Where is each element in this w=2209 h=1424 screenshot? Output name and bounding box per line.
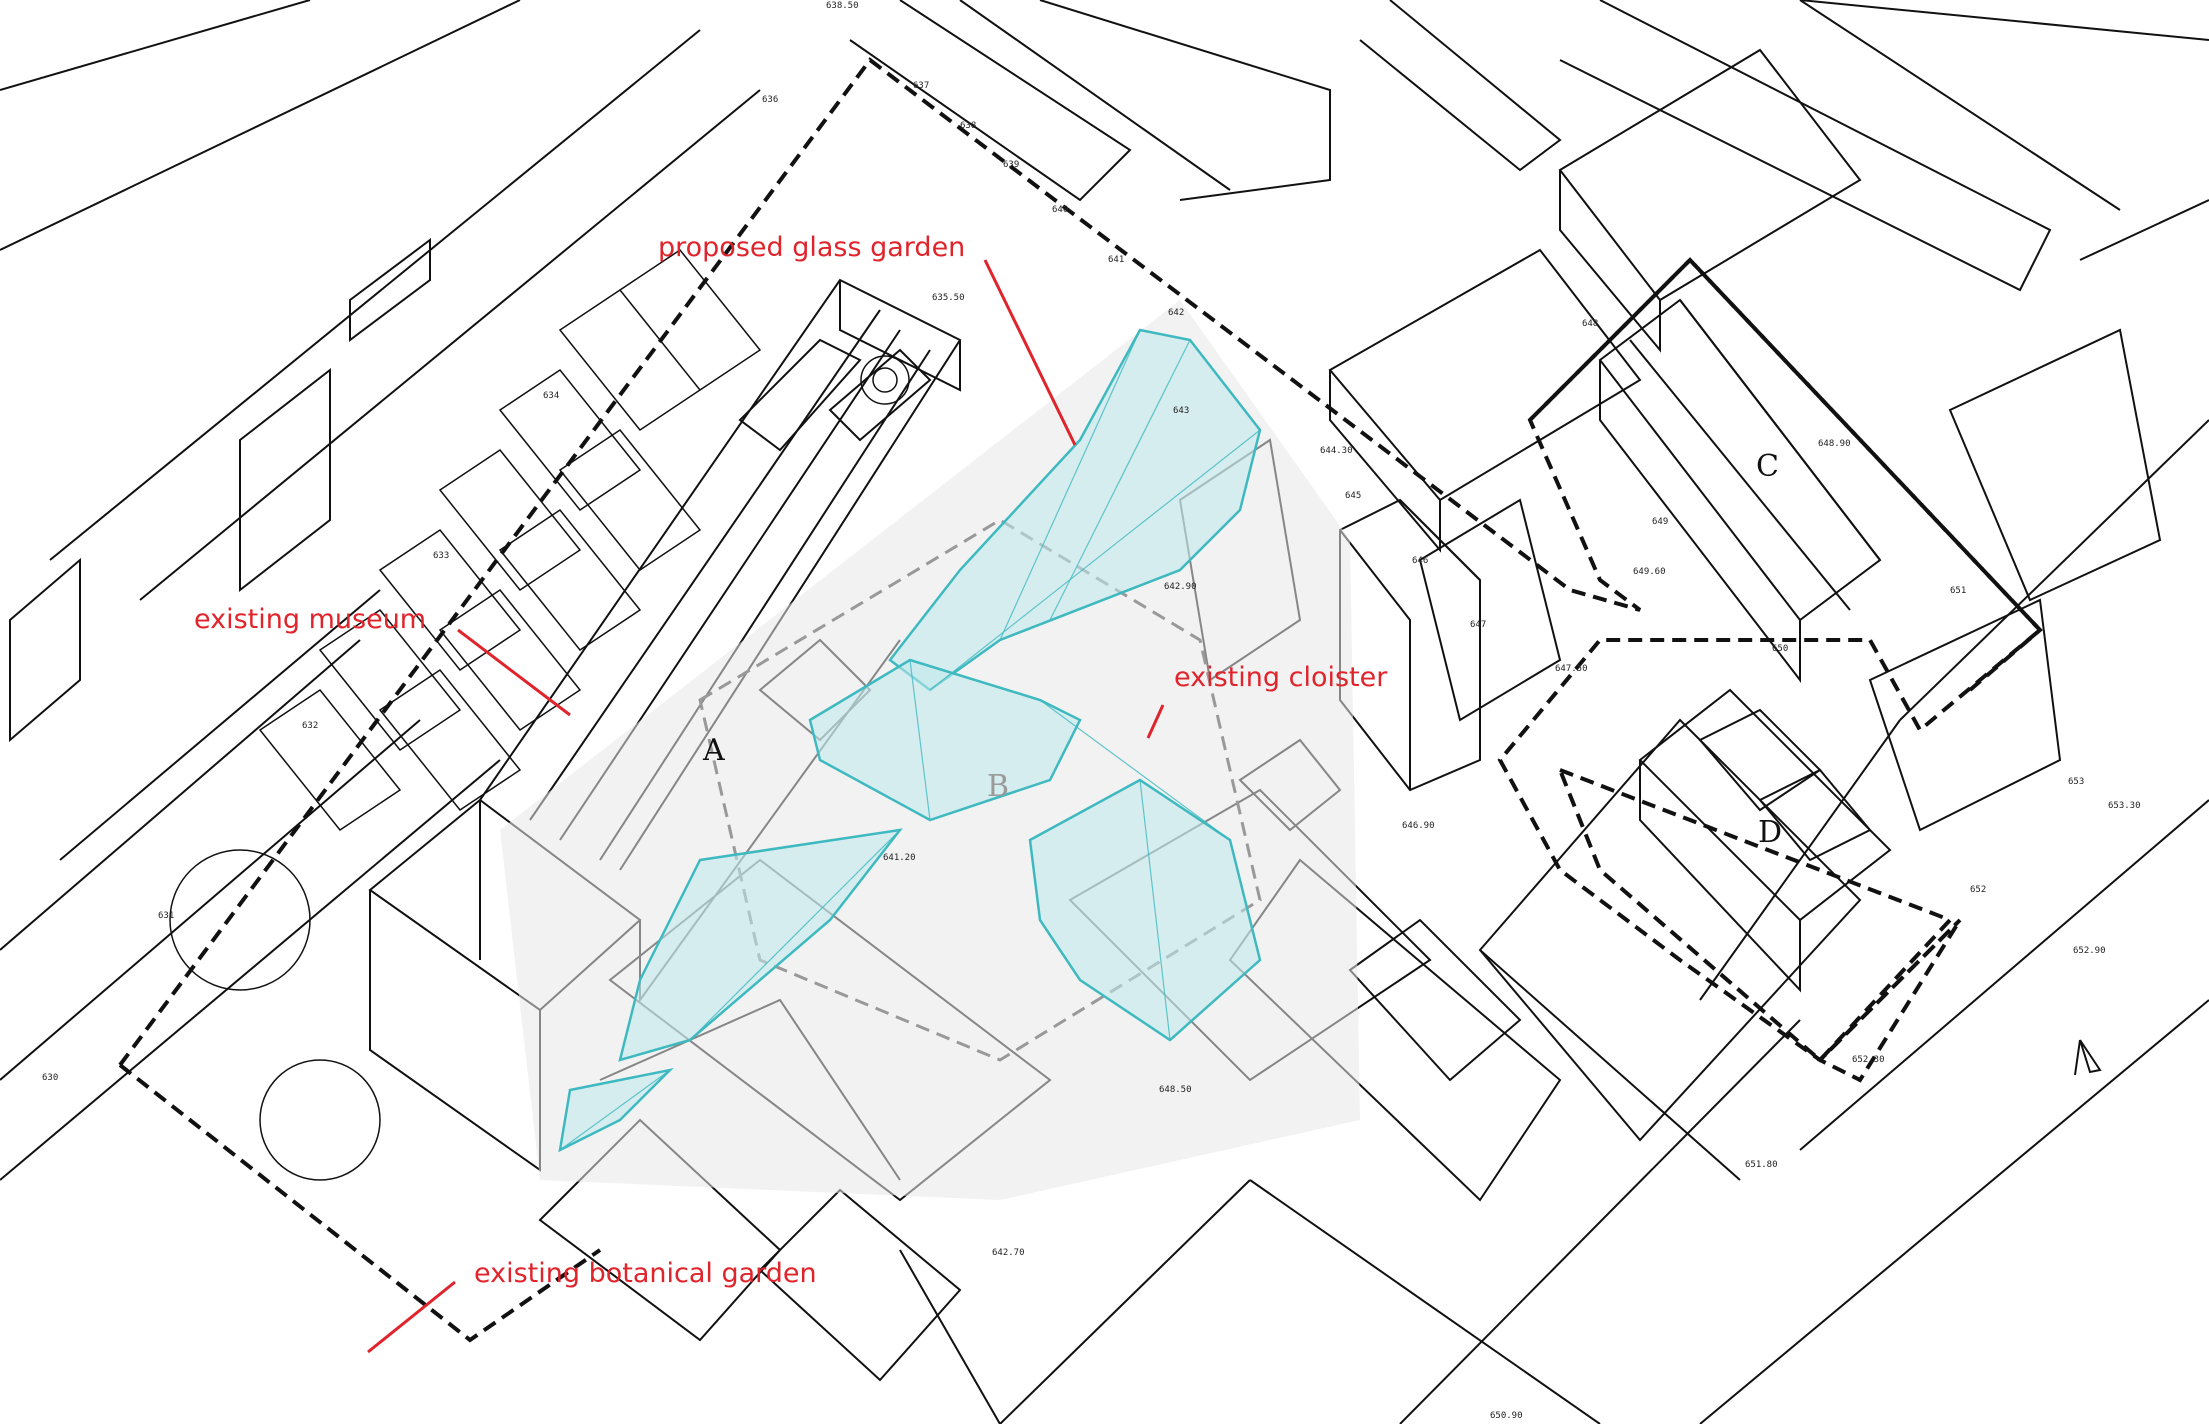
leader-botanical <box>367 1280 456 1354</box>
elevation-label: 642.90 <box>1164 582 1197 592</box>
elevation-label: 648.90 <box>1818 439 1851 449</box>
leader-cloister <box>1146 704 1165 739</box>
garden-parterre <box>169 248 910 1181</box>
elevation-label: 644.30 <box>1320 446 1353 456</box>
elevation-label: 637 <box>913 81 929 91</box>
building-label-a: A <box>702 733 725 768</box>
elevation-label: 641.20 <box>883 853 916 863</box>
elevation-label: 650 <box>1772 644 1788 654</box>
elevation-labels: 638.50 637 638 636 639 640 641 642 643 6… <box>42 1 2141 1421</box>
elevation-label: 651 <box>1950 586 1966 596</box>
elevation-label: 646.90 <box>1402 821 1435 831</box>
building-east-block <box>1868 598 2062 832</box>
elevation-label: 650.90 <box>1490 1411 1523 1421</box>
building-ne-block <box>1558 48 1862 302</box>
elevation-label: 652 <box>1970 885 1986 895</box>
elevation-label: 653 <box>2068 777 2084 787</box>
north-arrow-icon <box>2074 1039 2102 1076</box>
elevation-label: 649.60 <box>1633 567 1666 577</box>
elevation-label: 643 <box>1173 406 1189 416</box>
elevation-label: 636 <box>762 95 778 105</box>
building-letters: A B C D <box>702 449 1782 850</box>
elevation-label: 642 <box>1168 308 1184 318</box>
building-d-block <box>1638 688 1892 922</box>
elevation-label: 638 <box>960 121 976 131</box>
glass-garden <box>558 328 1262 1153</box>
elevation-label: 640 <box>1052 205 1068 215</box>
building-label-b: B <box>987 769 1009 804</box>
elevation-label: 633 <box>433 551 449 561</box>
elevation-label: 638.50 <box>826 1 859 11</box>
glass-garden-east-wing <box>1028 778 1262 1042</box>
garden-circle <box>169 849 311 991</box>
elevation-label: 648 <box>1582 319 1598 329</box>
elevation-label: 642.70 <box>992 1248 1025 1258</box>
elevation-label: 649 <box>1652 517 1668 527</box>
annotation-labels: proposed glass garden existing museum ex… <box>194 232 1388 1289</box>
building-north-block <box>1328 248 1642 502</box>
leader-glass-garden <box>983 259 1077 446</box>
elevation-label: 634 <box>543 391 559 401</box>
elevation-label: 630 <box>42 1073 58 1083</box>
label-existing-botanical-garden: existing botanical garden <box>474 1258 817 1289</box>
glass-garden-central-hub <box>808 658 1082 822</box>
building-label-d: D <box>1758 815 1782 850</box>
elevation-label: 632 <box>302 721 318 731</box>
label-existing-museum: existing museum <box>194 604 426 635</box>
label-existing-cloister: existing cloister <box>1174 662 1388 693</box>
glass-garden-north-wing <box>888 328 1262 692</box>
elevation-label: 652.30 <box>1852 1055 1885 1065</box>
site-boundary <box>118 57 2043 1343</box>
elevation-label: 651.80 <box>1745 1160 1778 1170</box>
elevation-label: 639 <box>1003 160 1019 170</box>
elevation-label: 631 <box>158 911 174 921</box>
elevation-label: 641 <box>1108 255 1124 265</box>
elevation-label: 647.50 <box>1555 664 1588 674</box>
glass-garden-struts <box>559 329 1261 1151</box>
elevation-label: 647 <box>1470 620 1486 630</box>
elevation-label: 653.30 <box>2108 801 2141 811</box>
annotation-leaders <box>367 259 1165 1354</box>
elevation-label: 652.90 <box>2073 946 2106 956</box>
elevation-label: 648.50 <box>1159 1085 1192 1095</box>
elevation-label: 645 <box>1345 491 1361 501</box>
elevation-label: 635.50 <box>932 293 965 303</box>
leader-museum <box>457 628 571 717</box>
building-label-c: C <box>1756 449 1779 484</box>
label-proposed-glass-garden: proposed glass garden <box>658 232 965 263</box>
elevation-label: 646 <box>1412 556 1428 566</box>
